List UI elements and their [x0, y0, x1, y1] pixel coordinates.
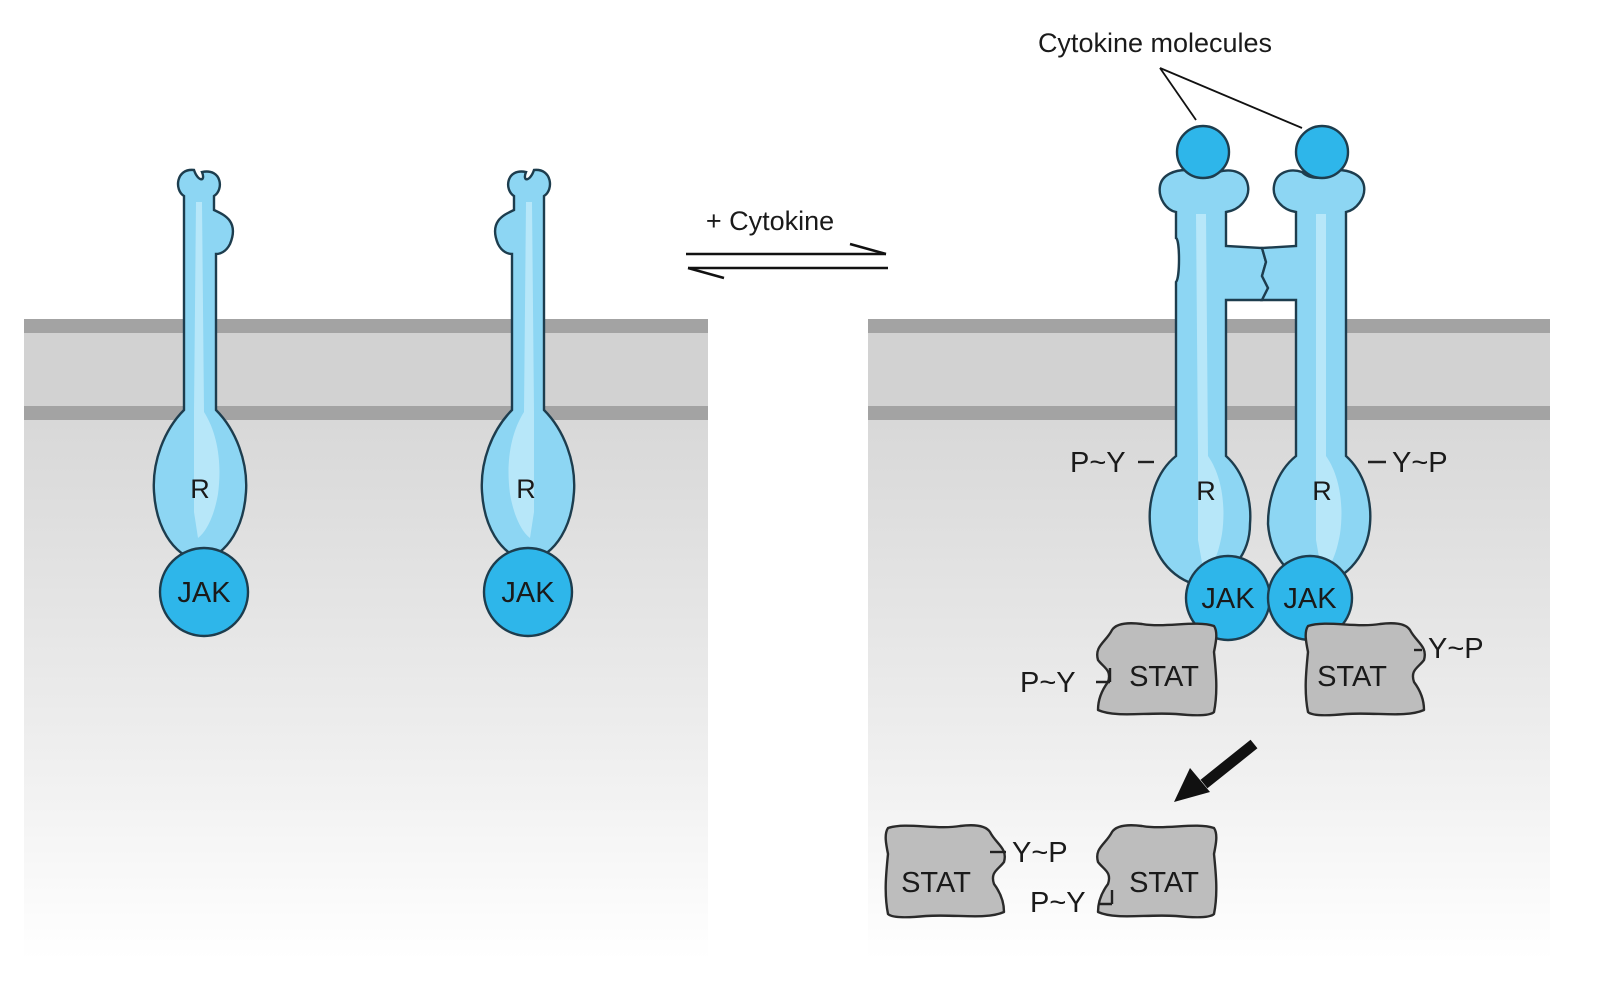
- cell-membrane-left: [24, 319, 708, 960]
- jak-kinase-1: JAK: [158, 546, 250, 638]
- receptor-label: R: [516, 474, 536, 504]
- cytokine-molecule-1: [1175, 124, 1231, 180]
- receptor-label: R: [190, 474, 210, 504]
- stat-label: STAT: [1129, 661, 1199, 693]
- py-label: P~Y: [1020, 667, 1076, 699]
- stat-docked-right: STAT Y~P: [1304, 622, 1484, 717]
- active-receptor-left: R: [1148, 124, 1270, 588]
- stat-dimer-left: STAT Y~P: [884, 824, 1068, 919]
- yp-label: Y~P: [1392, 447, 1448, 479]
- receptor-label: R: [1196, 476, 1216, 506]
- cytokine-molecule-2: [1294, 124, 1350, 180]
- stat-dimer: STAT Y~P STAT P~Y: [884, 824, 1218, 919]
- py-label: P~Y: [1030, 887, 1086, 919]
- plus-cytokine-label: + Cytokine: [706, 206, 834, 236]
- active-receptor-right: R: [1260, 124, 1372, 588]
- inactive-receptor-1: R JAK: [152, 168, 250, 638]
- stat-label: STAT: [1129, 867, 1199, 899]
- jak-kinase-2: JAK: [482, 546, 574, 638]
- py-label: P~Y: [1070, 447, 1126, 479]
- stat-label: STAT: [901, 867, 971, 899]
- receptor-label: R: [1312, 476, 1332, 506]
- stat-dimer-right: STAT P~Y: [1030, 824, 1218, 919]
- stat-release-arrow: [1174, 739, 1258, 802]
- yp-label: Y~P: [1012, 837, 1068, 869]
- receptor-phosphotyrosine-right: Y~P: [1368, 447, 1448, 479]
- jak-label: JAK: [501, 577, 555, 609]
- receptor-phosphotyrosine-left: P~Y: [1070, 447, 1154, 479]
- stat-label: STAT: [1317, 661, 1387, 693]
- jak-kinase-active-right: JAK: [1266, 554, 1354, 642]
- jak-label: JAK: [1283, 583, 1337, 615]
- jak-kinase-active-left: JAK: [1184, 554, 1272, 642]
- cytokine-molecules-label: Cytokine molecules: [1038, 28, 1272, 58]
- equilibrium-arrows: + Cytokine: [686, 206, 888, 280]
- stat-docked-left: STAT P~Y: [1020, 622, 1218, 717]
- inactive-receptor-2: R JAK: [482, 170, 574, 638]
- jak-label: JAK: [1201, 583, 1255, 615]
- cytokine-molecules-callout: Cytokine molecules: [1038, 28, 1303, 129]
- yp-label: Y~P: [1428, 633, 1484, 665]
- jak-label: JAK: [177, 577, 231, 609]
